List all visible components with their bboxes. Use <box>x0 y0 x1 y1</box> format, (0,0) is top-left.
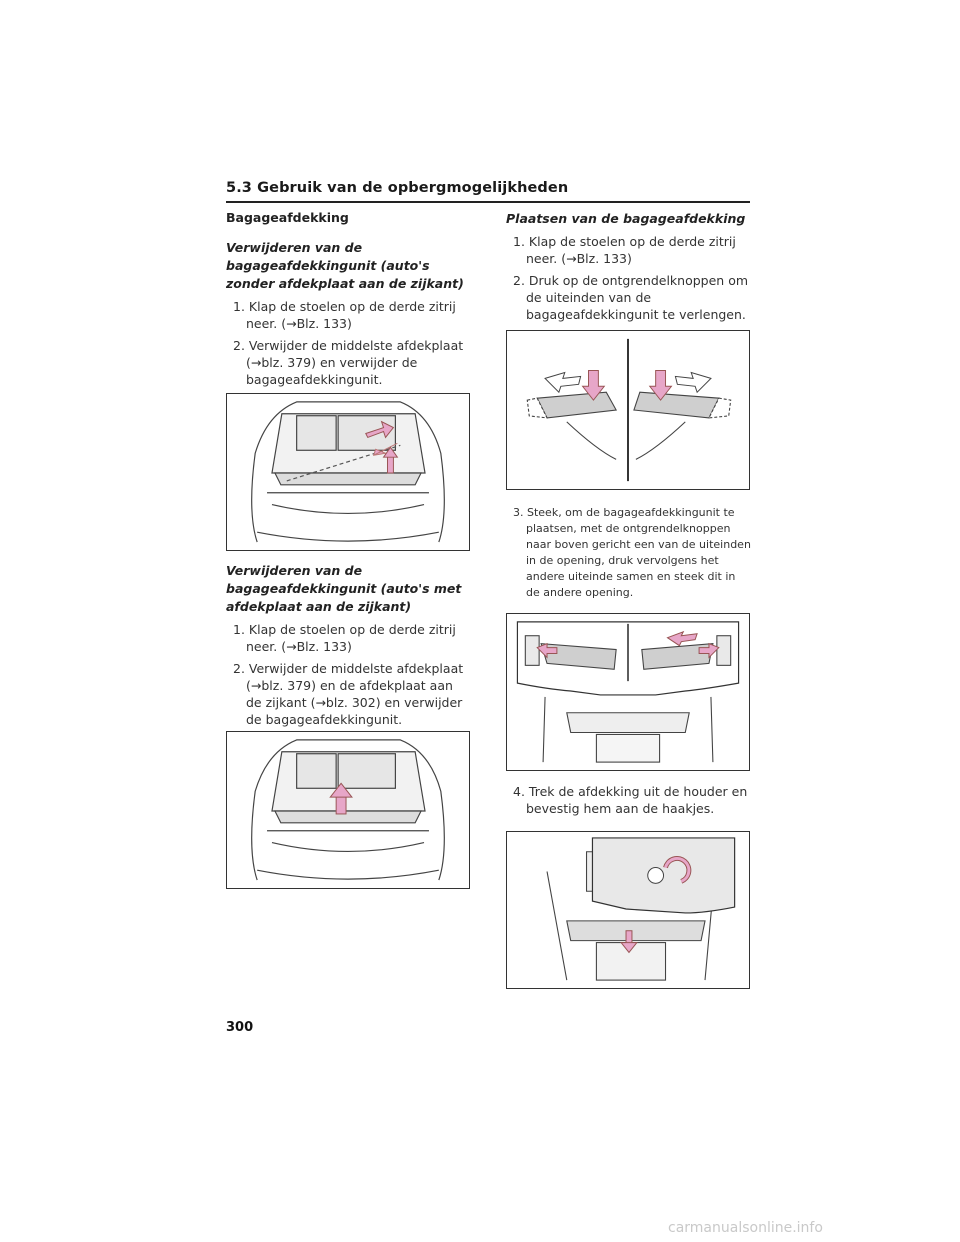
page-title: Bagageafdekking <box>226 210 349 225</box>
page-number: 300 <box>226 1020 254 1035</box>
step-install-4: 4. Trek de afdekking uit de houder en be… <box>513 784 748 816</box>
section-header: 5.3 Gebruik van de opbergmogelijkheden <box>226 180 750 203</box>
cargo-area-illustration <box>251 401 445 543</box>
step-install-2: 2. Druk op de ontgrendelknoppen om de ui… <box>513 273 749 322</box>
subheading-with-side-plate: Verwijderen van de bagageafdekkingunit (… <box>226 563 462 614</box>
right-column-step3: 3. Steek, om de bagageafdekkingunit te p… <box>506 500 752 601</box>
right-column-step4: 4. Trek de afdekking uit de houder en be… <box>506 778 752 817</box>
left-column-lower: Verwijderen van de bagageafdekkingunit (… <box>226 562 472 728</box>
figure-remove-cover-with-plate <box>226 731 470 889</box>
cargo-area-illustration-2 <box>251 739 445 881</box>
left-column: Bagageafdekking Verwijderen van de bagag… <box>226 210 472 388</box>
watermark: carmanualsonline.info <box>668 1220 823 1236</box>
subheading-install-cover: Plaatsen van de bagageafdekking <box>506 211 746 226</box>
figure-attach-hooks <box>506 831 750 989</box>
release-buttons-illustration <box>526 338 732 482</box>
right-column: Plaatsen van de bagageafdekking 1. Klap … <box>506 210 752 323</box>
step-install-1: 1. Klap de stoelen op de derde zitrij ne… <box>513 234 736 266</box>
step-b-1: 1. Klap de stoelen op de derde zitrij ne… <box>233 622 456 654</box>
insert-ends-illustration <box>516 621 740 763</box>
step-b-2: 2. Verwijder de middelste afdekplaat (→b… <box>233 661 464 727</box>
step-a-2: 2. Verwijder de middelste afdekplaat (→b… <box>233 338 464 387</box>
figure-insert-ends <box>506 613 750 771</box>
header-divider <box>226 201 750 203</box>
attach-hooks-illustration <box>546 837 736 981</box>
section-title: 5.3 Gebruik van de opbergmogelijkheden <box>226 180 569 196</box>
subheading-without-side-plate: Verwijderen van de bagageafdekkingunit (… <box>226 240 464 291</box>
step-install-3: 3. Steek, om de bagageafdekkingunit te p… <box>513 506 751 599</box>
figure-release-buttons <box>506 330 750 490</box>
step-a-1: 1. Klap de stoelen op de derde zitrij ne… <box>233 299 456 331</box>
figure-remove-cover-without-plate <box>226 393 470 551</box>
